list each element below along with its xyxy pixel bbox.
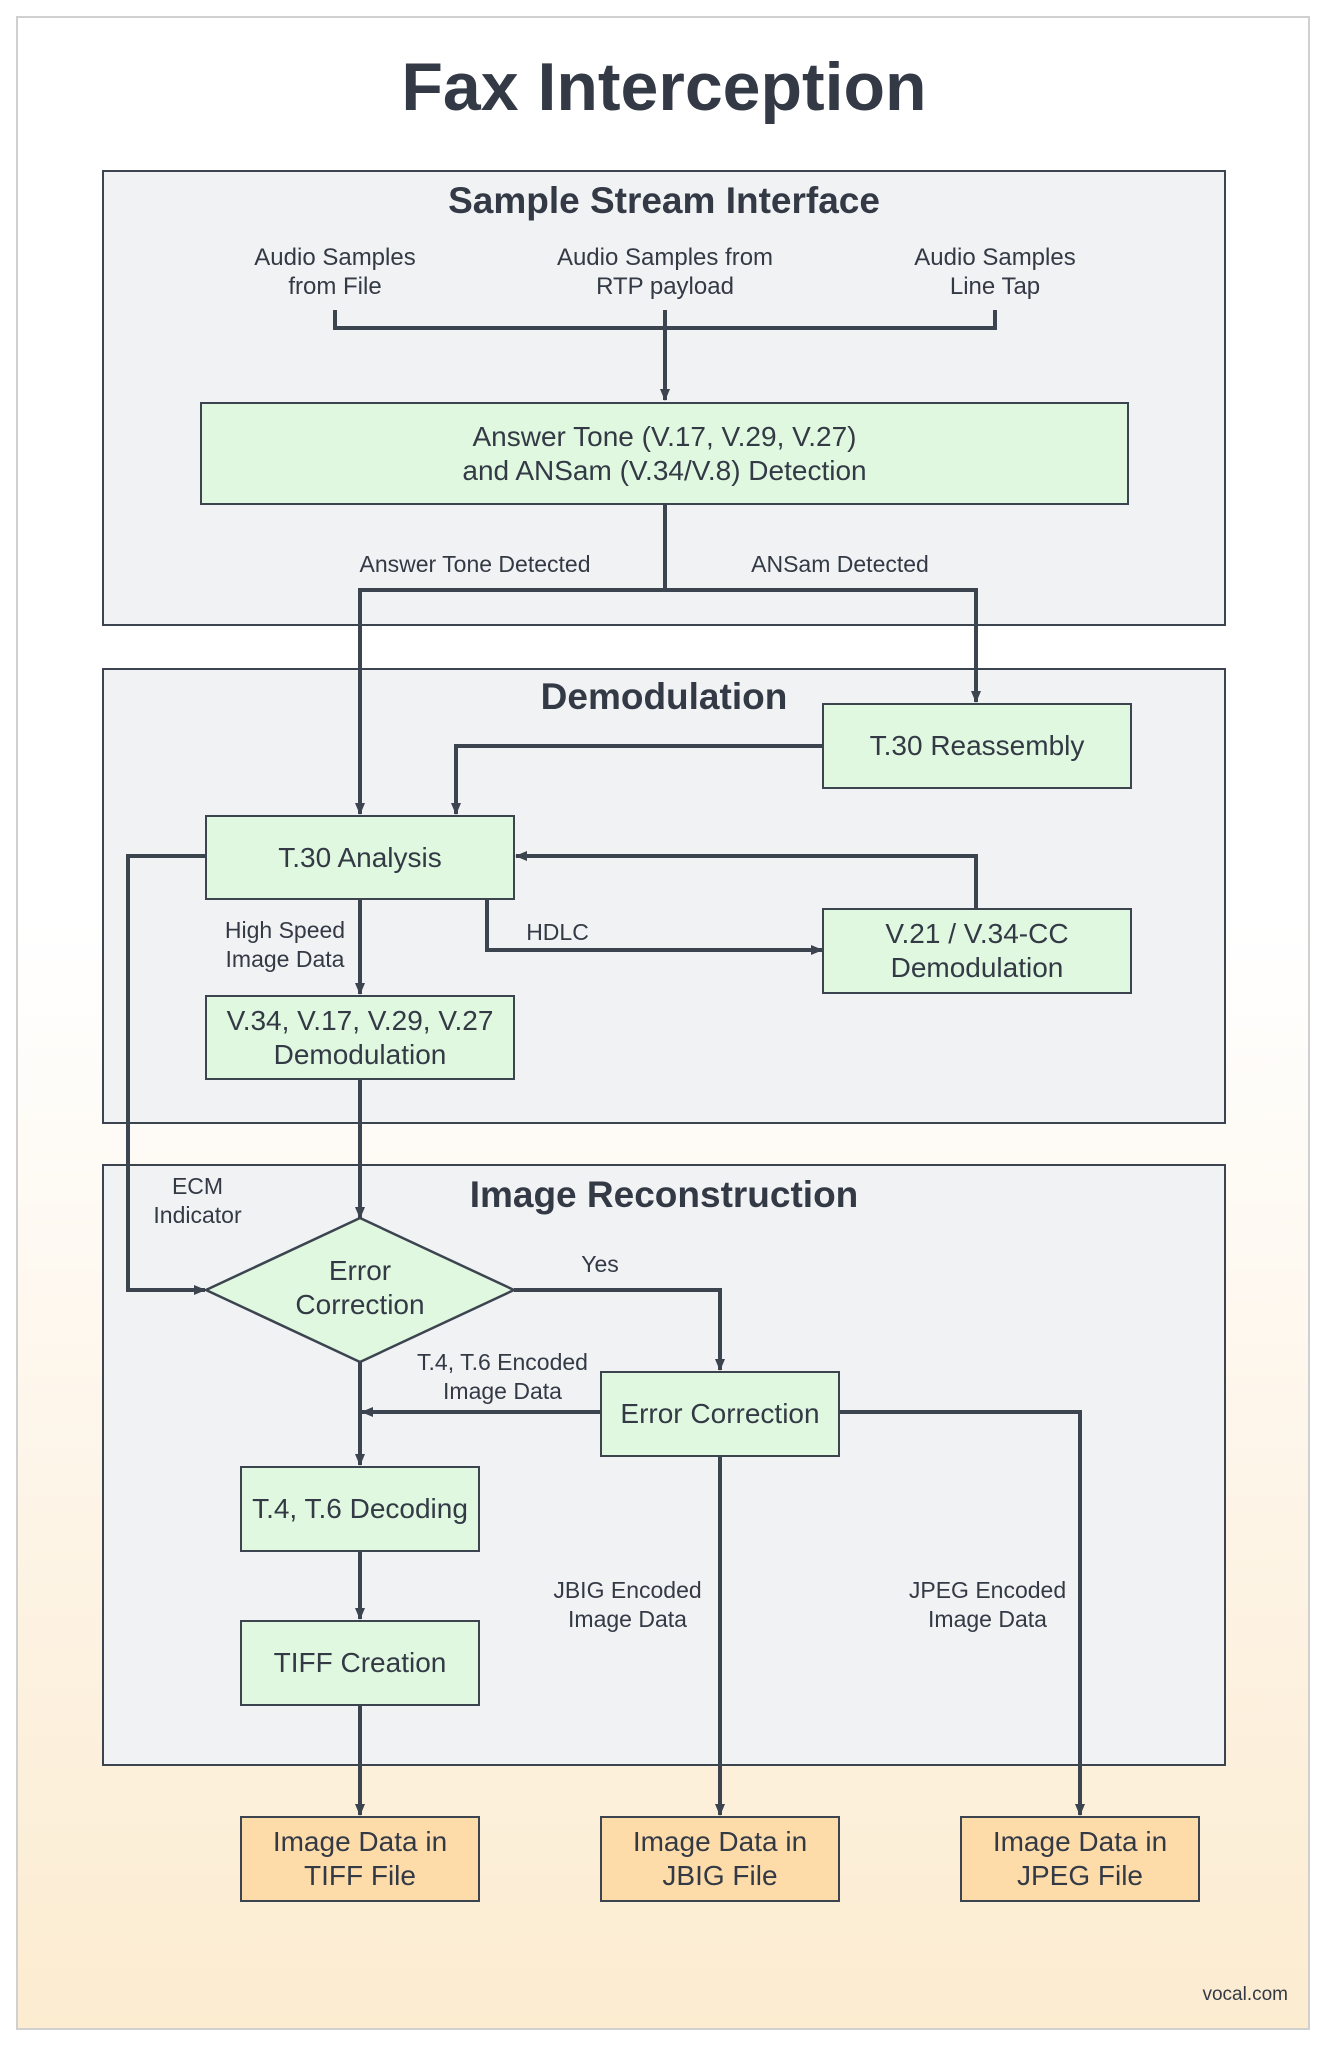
- label-ecm-indicator: ECM Indicator: [153, 1173, 242, 1228]
- answer-tone-detection-box: Answer Tone (V.17, V.29, V.27) and ANSam…: [200, 402, 1129, 505]
- edge-answer-tone-detected: [355, 588, 665, 815]
- t30-reassembly-box: T.30 Reassembly: [822, 703, 1132, 789]
- v21-v34cc-demodulation-box: V.21 / V.34-CC Demodulation: [822, 908, 1132, 994]
- t30-analysis-box: T.30 Analysis: [205, 815, 515, 900]
- label-hdlc: HDLC: [526, 919, 589, 945]
- section-title-image-reconstruction: Image Reconstruction: [469, 1174, 859, 1215]
- tiff-creation-box: TIFF Creation: [240, 1620, 480, 1706]
- label-t4-t6-encoded-image-data: T.4, T.6 Encoded Image Data: [417, 1349, 588, 1404]
- edge-v21-to-analysis: [515, 851, 978, 908]
- source-audio-samples-file: Audio Samples from File: [254, 244, 416, 300]
- label-jpeg-encoded-image-data: JPEG Encoded Image Data: [908, 1577, 1067, 1632]
- label-high-speed-image-data: High Speed Image Data: [224, 917, 346, 972]
- t4-t6-decoding-box: T.4, T.6 Decoding: [240, 1466, 480, 1552]
- edge-reassembly-to-analysis: [451, 744, 822, 815]
- label-yes: Yes: [581, 1251, 619, 1277]
- output-tiff-file: Image Data in TIFF File: [240, 1816, 480, 1902]
- section-title-sample-stream: Sample Stream Interface: [448, 180, 880, 221]
- source-audio-samples-line-tap: Audio Samples Line Tap: [914, 244, 1076, 300]
- edge-jpeg-encoded: [840, 1410, 1085, 1816]
- page-title: Fax Interception: [401, 49, 927, 125]
- edge-ansam-detected: [665, 588, 981, 703]
- error-correction-decision-label: Error Correction: [295, 1255, 425, 1320]
- error-correction-box: Error Correction: [600, 1371, 840, 1457]
- edge-ecm-indicator: [126, 854, 206, 1295]
- output-jpeg-file: Image Data in JPEG File: [960, 1816, 1200, 1902]
- label-answer-tone-detected: Answer Tone Detected: [359, 551, 591, 577]
- edge-hdlc: [485, 898, 823, 955]
- output-jbig-file: Image Data in JBIG File: [600, 1816, 840, 1902]
- v34-v17-v29-v27-demodulation-box: V.34, V.17, V.29, V.27 Demodulation: [205, 995, 515, 1080]
- footer-brand: vocal.com: [1202, 1984, 1288, 2005]
- edge-yes: [514, 1288, 725, 1371]
- label-jbig-encoded-image-data: JBIG Encoded Image Data: [553, 1577, 702, 1632]
- label-ansam-detected: ANSam Detected: [751, 551, 929, 577]
- source-audio-samples-rtp: Audio Samples from RTP payload: [556, 244, 774, 300]
- section-title-demodulation: Demodulation: [540, 676, 788, 717]
- error-correction-decision-diamond: [203, 1216, 517, 1364]
